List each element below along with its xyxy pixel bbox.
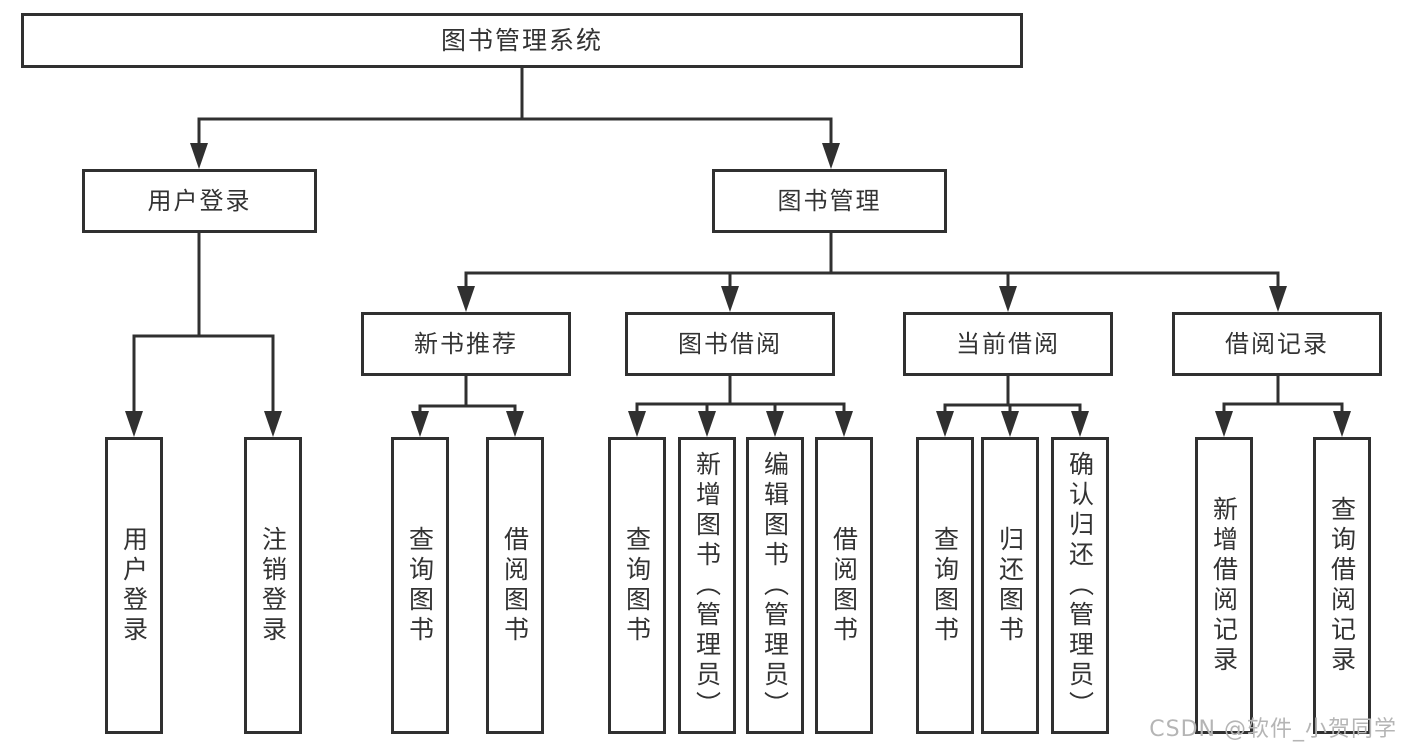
- leaf-query-borrow-record: 查询借阅记录: [1313, 437, 1371, 734]
- node-user-login-branch: 用户登录: [82, 169, 317, 233]
- node-current-borrow: 当前借阅: [903, 312, 1113, 376]
- leaf-add-borrow-record: 新增借阅记录: [1195, 437, 1253, 734]
- leaf-edit-books-admin: 编辑图书（管理员）: [746, 437, 804, 734]
- node-borrow-records: 借阅记录: [1172, 312, 1382, 376]
- leaf-query-books-borrow: 查询图书: [608, 437, 666, 734]
- leaf-query-books-recommend: 查询图书: [391, 437, 449, 734]
- leaf-borrow-books-recommend: 借阅图书: [486, 437, 544, 734]
- csdn-watermark: CSDN @软件_小贺同学: [1149, 717, 1397, 742]
- leaf-add-books-admin: 新增图书（管理员）: [678, 437, 736, 734]
- node-book-borrow: 图书借阅: [625, 312, 835, 376]
- node-root-system: 图书管理系统: [21, 13, 1023, 68]
- leaf-confirm-return-admin: 确认归还（管理员）: [1051, 437, 1109, 734]
- leaf-query-books-current: 查询图书: [916, 437, 974, 734]
- node-book-management-branch: 图书管理: [712, 169, 947, 233]
- leaf-borrow-books: 借阅图书: [815, 437, 873, 734]
- leaf-logout: 注销登录: [244, 437, 302, 734]
- leaf-user-login: 用户登录: [105, 437, 163, 734]
- leaf-return-books: 归还图书: [981, 437, 1039, 734]
- node-new-book-recommend: 新书推荐: [361, 312, 571, 376]
